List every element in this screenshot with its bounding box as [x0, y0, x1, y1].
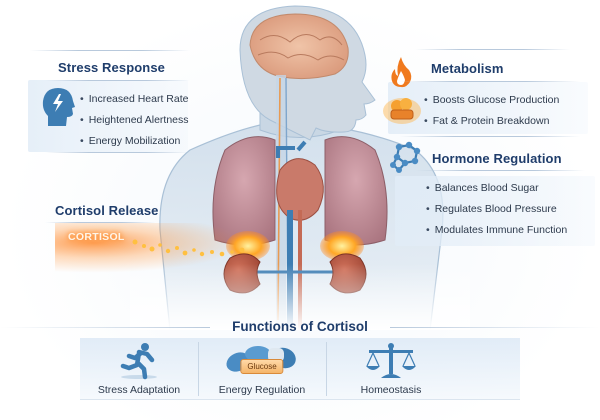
- separator: [326, 342, 327, 396]
- list-item: Boosts Glucose Production: [424, 90, 560, 111]
- running-person-icon: [120, 343, 157, 380]
- cortisol-particles-icon: [132, 239, 245, 257]
- list-item: Modulates Immune Function: [426, 220, 567, 241]
- separator: [198, 342, 199, 396]
- list-item: Fat & Protein Breakdown: [424, 111, 559, 132]
- divider: [390, 327, 600, 328]
- human-anatomy-illustration: [130, 0, 470, 330]
- divider: [400, 81, 580, 82]
- functions-row: Stress Adaptation Glucose Energy Regulat…: [80, 338, 520, 400]
- divider: [0, 327, 210, 328]
- metabolism-list: Boosts Glucose Production Fat & Protein …: [424, 90, 560, 132]
- divider: [30, 50, 190, 51]
- glucose-chip: Glucose: [240, 359, 284, 374]
- molecule-icon: [390, 141, 421, 173]
- balance-scale-icon: [366, 343, 416, 378]
- function-label: Stress Adaptation: [97, 384, 181, 396]
- flame-icon: [391, 57, 412, 88]
- function-label: Energy Regulation: [218, 384, 306, 396]
- divider: [45, 80, 190, 81]
- head-lightning-icon: [42, 88, 75, 126]
- divider: [415, 170, 585, 171]
- function-energy-regulation: Glucose Energy Regulation: [198, 338, 326, 400]
- divider: [400, 136, 580, 137]
- glucose-boost-icon: [383, 98, 421, 124]
- stress-response-list: Increased Heart Rate Heightened Alertnes…: [80, 89, 189, 152]
- stress-response-title: Stress Response: [58, 60, 165, 75]
- metabolism-title: Metabolism: [431, 61, 504, 76]
- list-item: Balances Blood Sugar: [426, 178, 567, 199]
- list-item: Heightened Alertness: [80, 110, 189, 131]
- cortisol-label: CORTISOL: [68, 231, 125, 243]
- list-item: Increased Heart Rate: [80, 89, 189, 110]
- hormone-regulation-title: Hormone Regulation: [432, 151, 562, 166]
- divider: [45, 222, 155, 223]
- function-stress-adaptation: Stress Adaptation: [80, 338, 198, 400]
- functions-title: Functions of Cortisol: [232, 319, 368, 334]
- divider: [415, 49, 570, 50]
- function-homeostasis: Homeostasis: [326, 338, 456, 400]
- hormone-regulation-list: Balances Blood Sugar Regulates Blood Pre…: [426, 178, 567, 241]
- cortisol-release-title: Cortisol Release: [55, 203, 159, 218]
- list-item: Regulates Blood Pressure: [426, 199, 567, 220]
- function-label: Homeostasis: [360, 384, 422, 396]
- divider: [45, 152, 190, 153]
- list-item: Energy Mobilization: [80, 131, 189, 152]
